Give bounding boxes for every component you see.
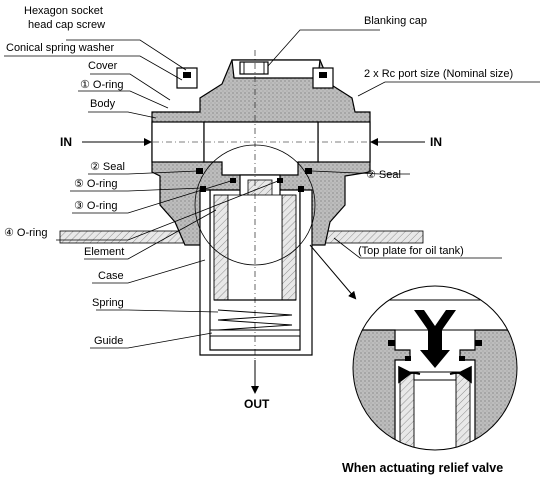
label-oring1: ① O-ring — [80, 79, 123, 91]
label-in-left: IN — [60, 135, 72, 149]
hex-socket-screw — [176, 67, 334, 89]
detail-pointer-arrow — [309, 244, 357, 300]
label-seal-right: ② Seal — [366, 169, 401, 181]
relief-valve-detail — [352, 285, 518, 451]
label-spring: Spring — [92, 297, 124, 309]
label-blanking-cap: Blanking cap — [364, 15, 427, 27]
blanking-cap-part — [239, 61, 269, 75]
label-spring-washer: Conical spring washer — [6, 42, 115, 54]
label-oring3: ③ O-ring — [74, 200, 117, 212]
filter-assembly — [59, 50, 424, 360]
label-seal-left: ② Seal — [90, 161, 125, 173]
label-in-right: IN — [430, 135, 442, 149]
label-body: Body — [90, 98, 116, 110]
label-hex-screw-1: Hexagon socket — [24, 5, 103, 17]
label-top-plate: (Top plate for oil tank) — [358, 245, 464, 257]
label-caption: When actuating relief valve — [342, 461, 503, 475]
label-oring4: ④ O-ring — [4, 227, 47, 239]
label-cover: Cover — [88, 60, 118, 72]
label-element: Element — [84, 246, 124, 258]
labels: Hexagon socket head cap screw Conical sp… — [4, 5, 513, 475]
element-left-wall — [213, 194, 229, 301]
leader-lines — [4, 29, 540, 349]
label-oring5: ⑤ O-ring — [74, 178, 117, 190]
spring-part — [217, 309, 293, 331]
inner-chamber — [203, 121, 319, 176]
detail-circle — [194, 144, 316, 266]
label-case: Case — [98, 270, 124, 282]
element-right-wall — [281, 194, 297, 301]
label-port-size: 2 x Rc port size (Nominal size) — [364, 68, 513, 80]
label-guide: Guide — [94, 335, 123, 347]
label-hex-screw-2: head cap screw — [28, 19, 105, 31]
label-out: OUT — [244, 397, 270, 411]
